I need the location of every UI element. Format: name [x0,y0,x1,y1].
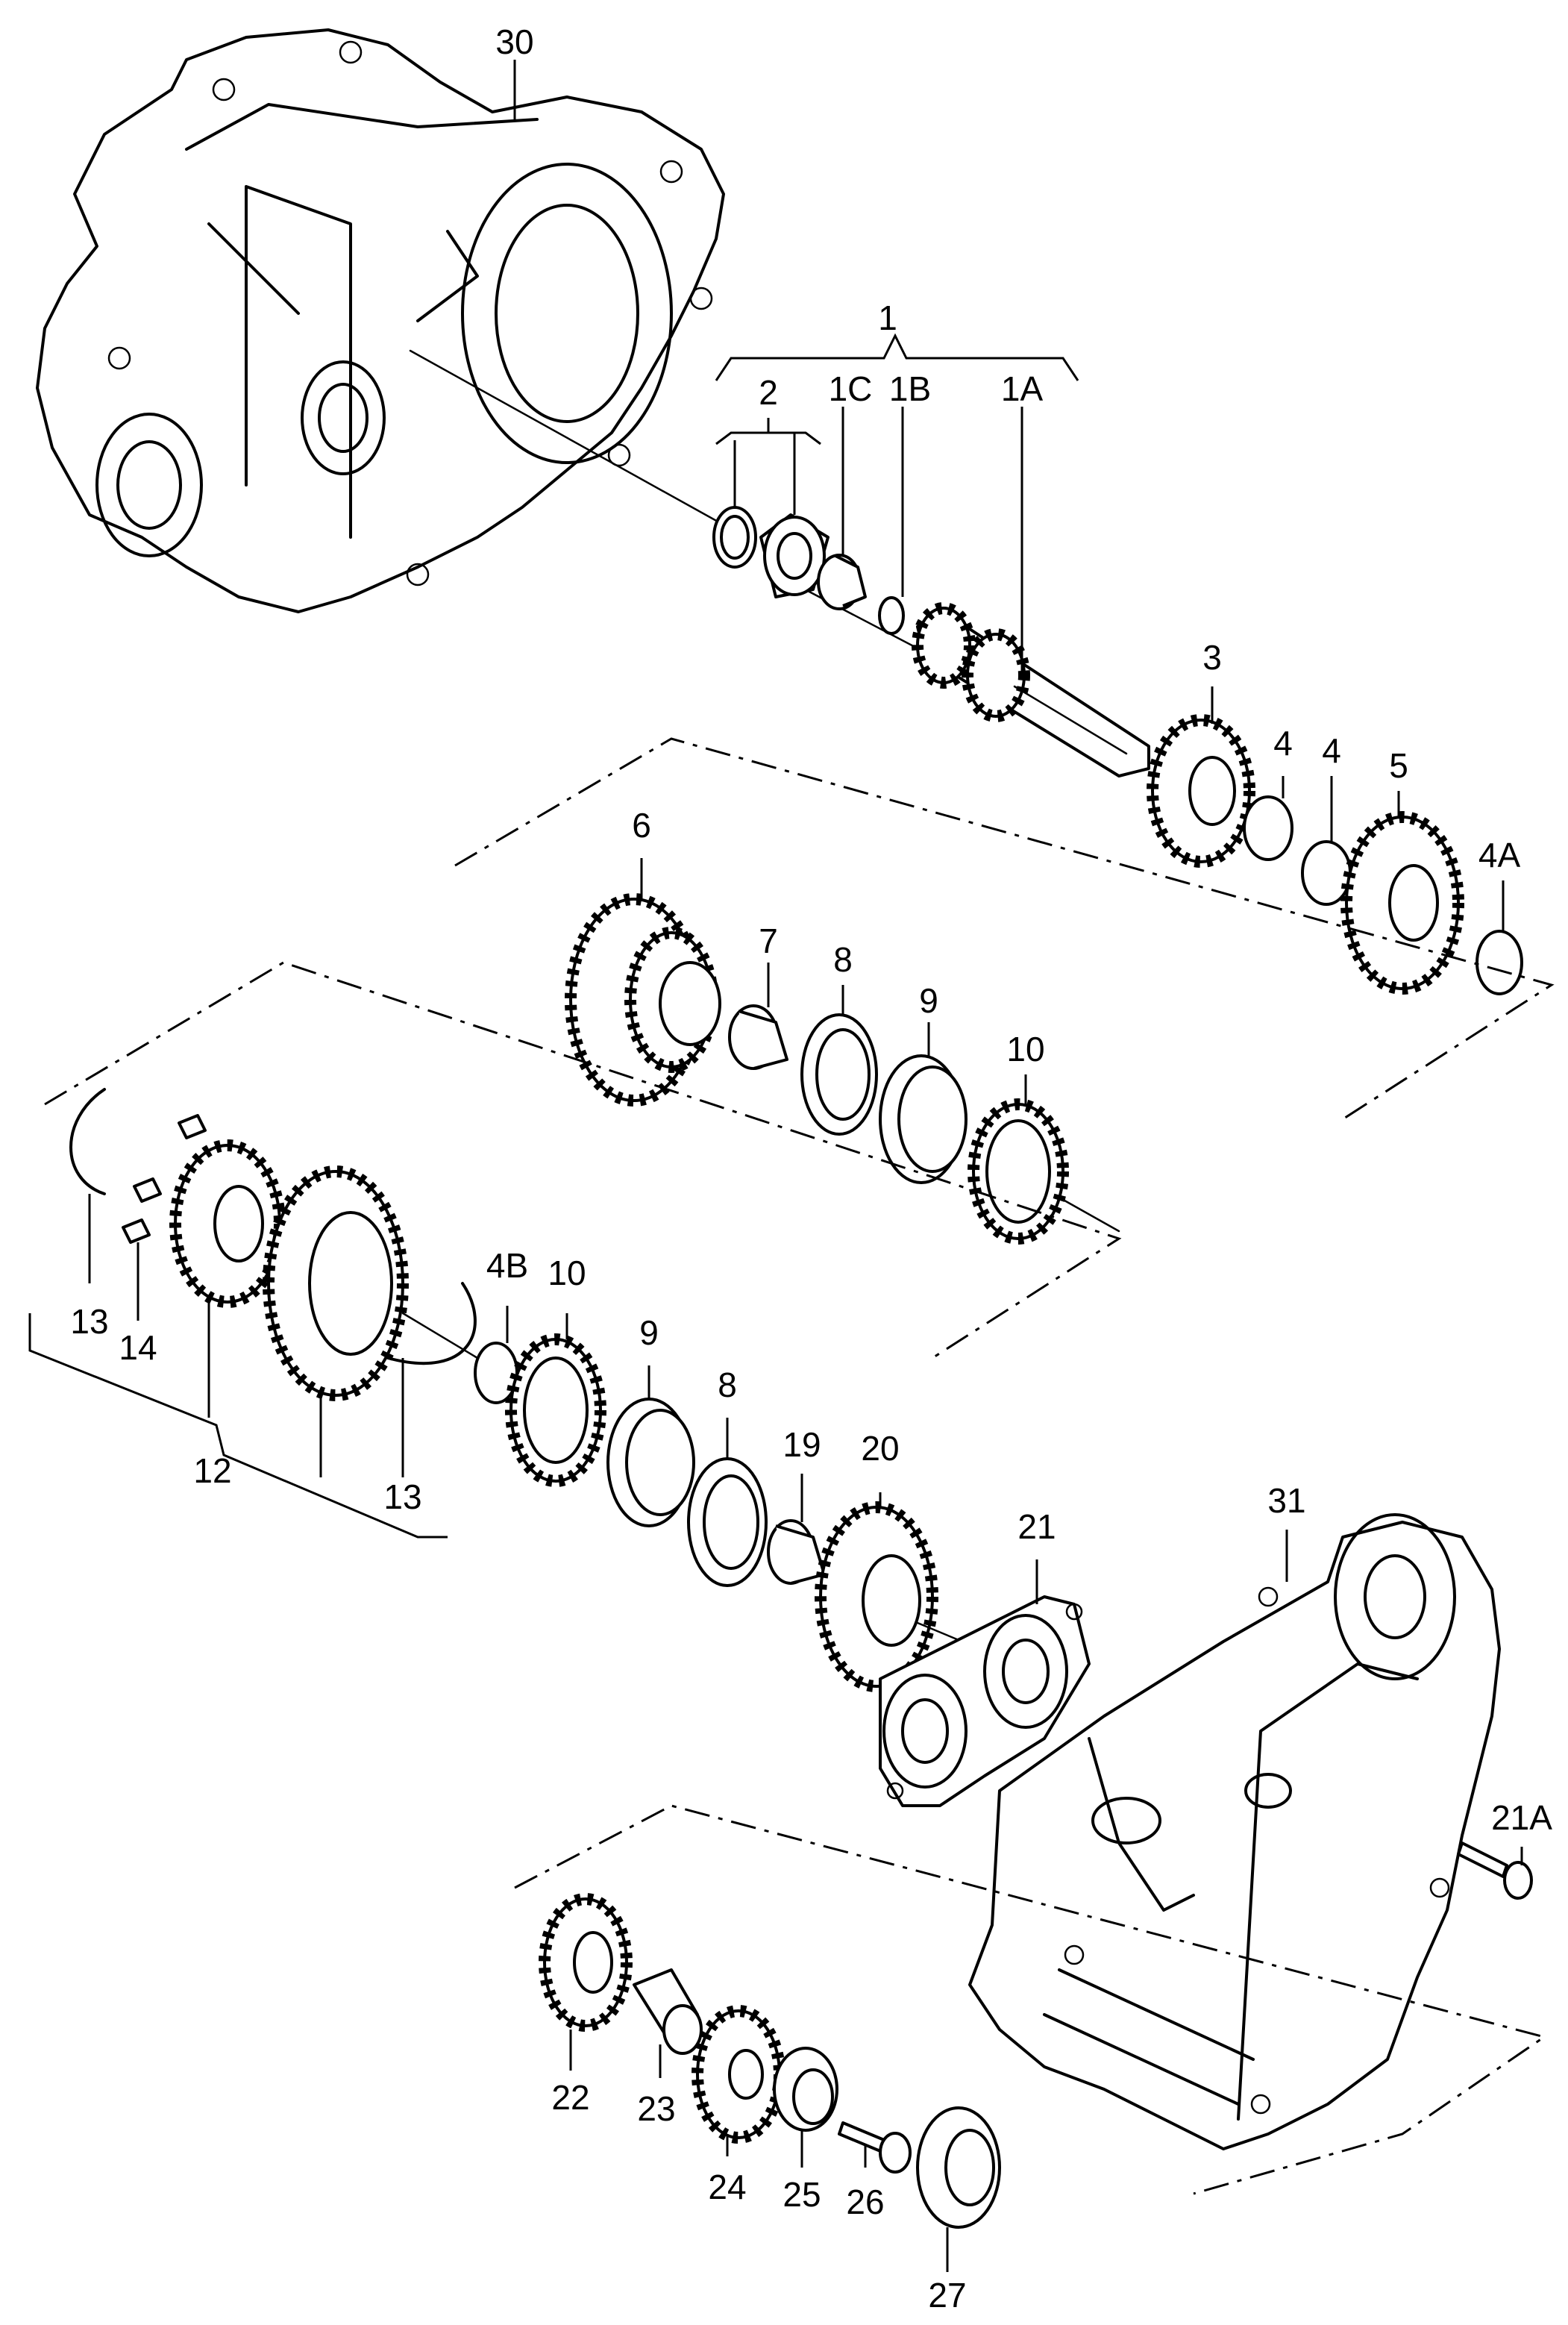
part-12-synchro-hub [169,1139,286,1308]
label-4-a: 4 [1273,724,1293,763]
part-21-bearing-plate [879,1595,1091,1807]
part-14-keys [122,1114,207,1244]
group-box-middle [44,961,1122,1359]
label-31: 31 [1267,1481,1305,1520]
part-8-synchro-ring-a [800,1013,878,1136]
label-6: 6 [632,806,651,845]
label-1C: 1C [829,369,873,408]
label-10-a: 10 [1006,1030,1044,1068]
part-10-synchro-ring-a [968,1098,1069,1245]
part-13-spring-a [69,1088,106,1195]
part-24-gear [692,2005,785,2144]
label-10-b: 10 [548,1254,586,1292]
clutch-housing-30 [36,28,725,613]
gearbox-housing-31 [968,1513,1501,2150]
axis-line-gear20 [916,1621,964,1643]
axis-line-box1-end [1058,1196,1120,1233]
part-19-needle-bearing [767,1519,826,1585]
label-25: 25 [783,2175,821,2214]
part-22-gear [539,1893,633,2032]
part-1B-circlip [878,596,905,635]
part-5-gear [1340,811,1464,995]
part-23-sleeve [633,1968,703,2055]
label-1: 1 [878,298,897,337]
part-1C-sleeve [817,554,867,610]
part-8-synchro-ring-b [687,1457,768,1587]
label-2: 2 [759,373,778,412]
label-3: 3 [1202,638,1222,677]
part-10-synchro-ring-b [505,1333,606,1487]
part-1A-input-shaft [912,602,1150,777]
label-22: 22 [551,2078,589,2117]
label-4B: 4B [486,1246,528,1285]
label-14: 14 [119,1328,157,1367]
part-9-cone-a [879,1054,968,1184]
label-23: 23 [637,2089,675,2128]
leader-lines [28,60,1523,2272]
label-12: 12 [193,1451,231,1490]
label-1A: 1A [1001,369,1044,408]
label-13-b: 13 [383,1477,421,1516]
axis-line-box2 [401,1312,479,1359]
part-25-bearing-race [773,2047,838,2132]
part-4-circlip-a [1243,795,1293,861]
part-3-gear [1147,714,1255,868]
part-27-bearing [916,2106,1001,2229]
label-5: 5 [1389,746,1408,785]
label-27: 27 [928,2276,966,2315]
part-4-circlip-b [1301,840,1352,906]
label-7: 7 [759,921,778,960]
group-box-lower [514,1804,1547,2195]
part-13-spring-b [386,1282,477,1365]
label-24: 24 [708,2168,746,2206]
label-20: 20 [861,1429,899,1468]
part-26-bolt [838,2121,912,2174]
label-9-b: 9 [639,1313,659,1352]
label-4A: 4A [1478,836,1521,874]
axis-line-upper [409,349,747,539]
part-7-needle-bearing [728,1004,788,1070]
label-8-a: 8 [833,940,853,979]
part-21A-bolt [1457,1841,1533,1900]
label-9-a: 9 [919,981,938,1020]
label-13-a: 13 [70,1302,108,1341]
part-6-gear [565,893,721,1107]
label-30: 30 [495,22,533,61]
label-19: 19 [783,1425,821,1464]
label-1B: 1B [889,369,931,408]
label-8-b: 8 [718,1365,737,1404]
part-9-cone-b [606,1398,695,1527]
part-12-sliding-sleeve [263,1165,409,1401]
part-20-gear [815,1501,938,1692]
part-labels: 30 1 2 1C 1B 1A 3 4 4 5 4A 6 7 8 9 10 13… [70,22,1552,2315]
label-4-b: 4 [1322,731,1341,770]
part-4A-circlip [1476,930,1523,995]
label-21A: 21A [1491,1798,1552,1837]
label-21: 21 [1017,1507,1056,1546]
label-26: 26 [846,2182,884,2221]
part-2-circlip-bearing [712,506,830,598]
